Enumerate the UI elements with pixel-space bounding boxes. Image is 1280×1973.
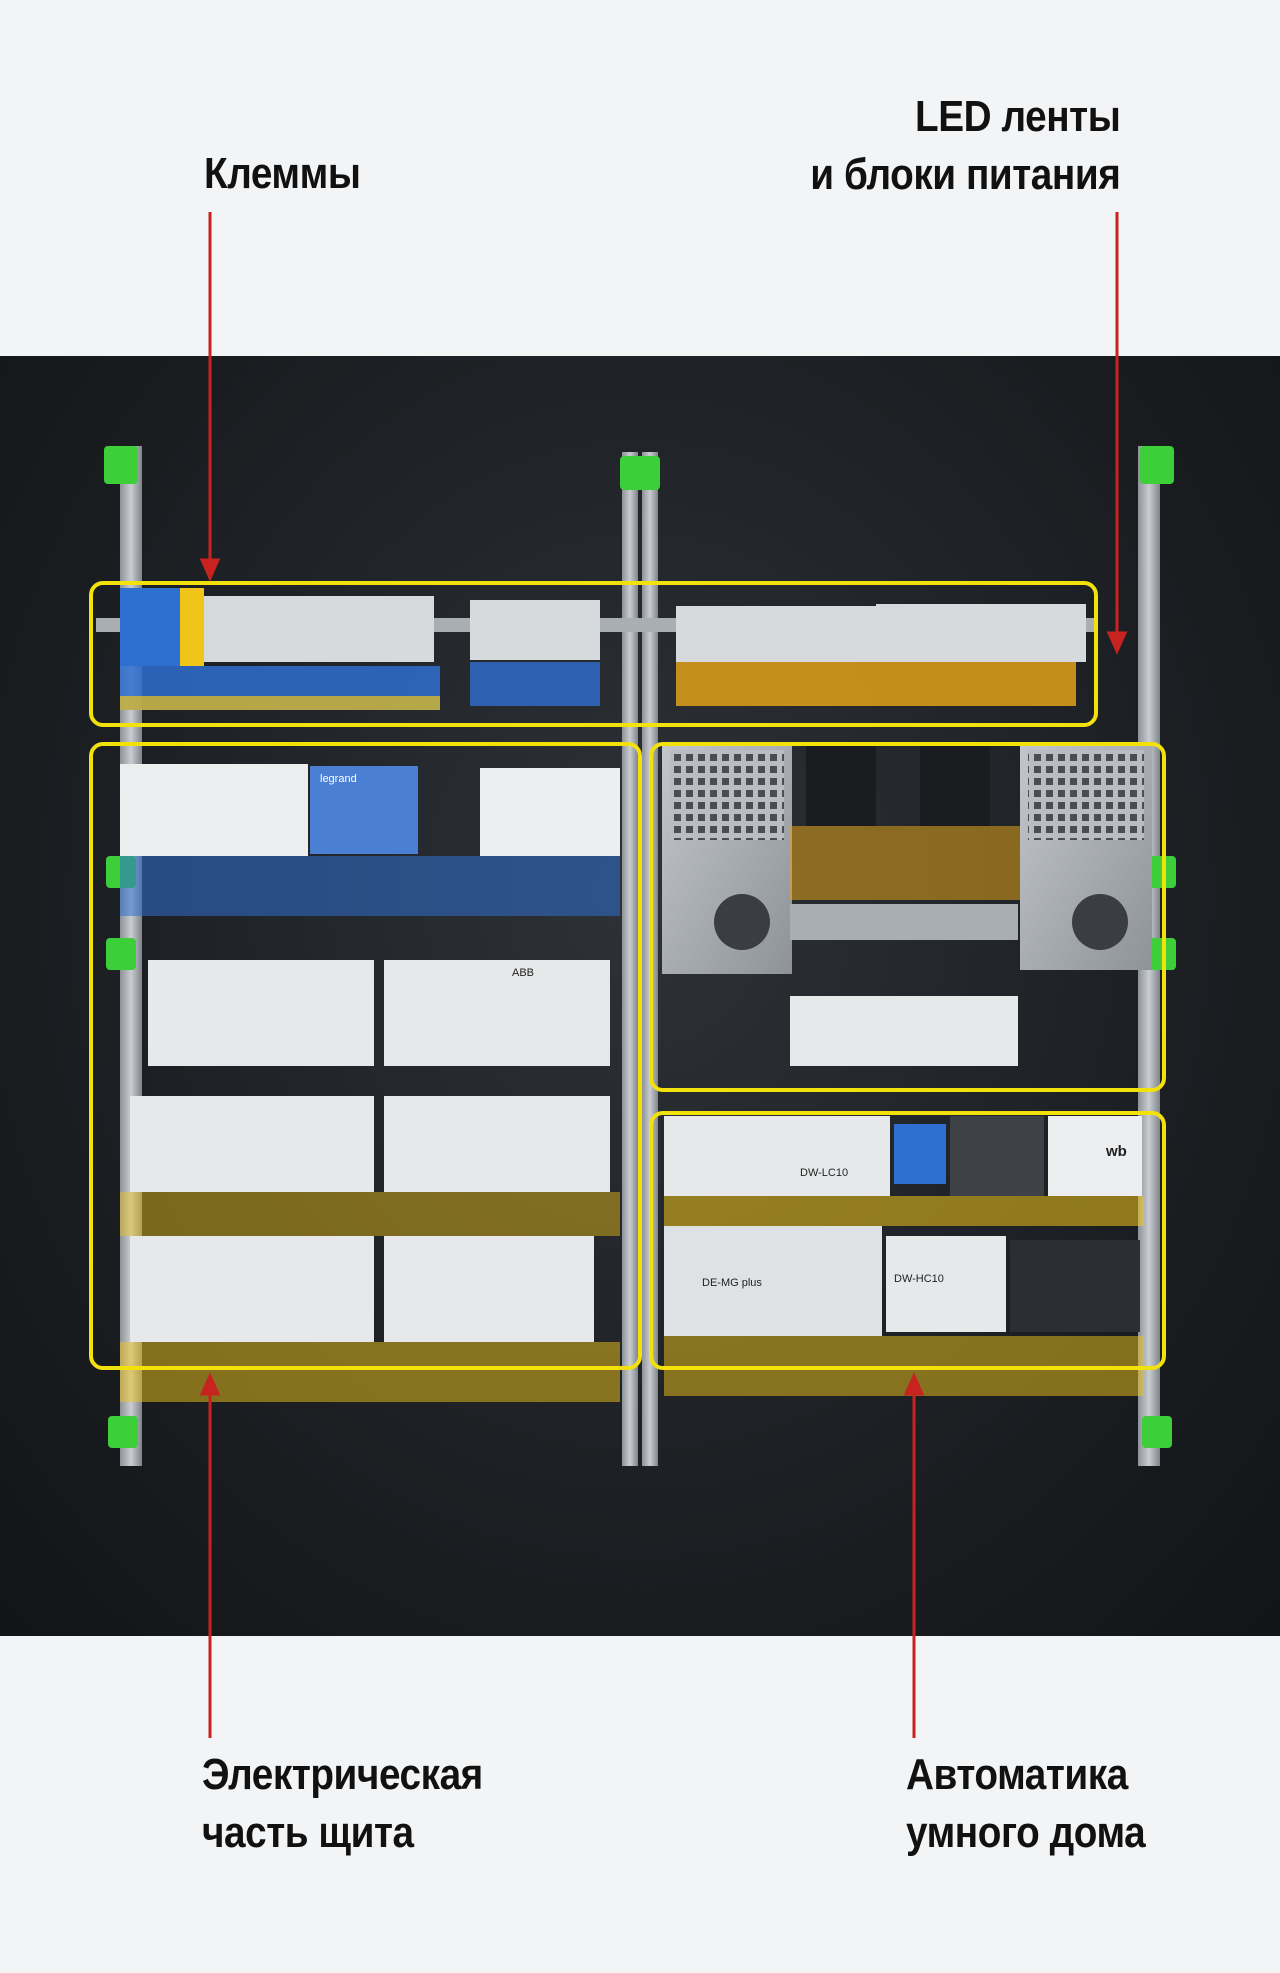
frame-electrical-part [89, 742, 642, 1370]
highlight-frames [89, 581, 1166, 1370]
dw-lc10-mark: DW-LC10 [800, 1167, 848, 1179]
abb-mark: ABB [512, 967, 534, 979]
label-terminals: Клеммы [204, 145, 361, 203]
terminal-blocks [96, 588, 1096, 710]
frame-automation [649, 1111, 1166, 1370]
frame-led-power [649, 742, 1166, 1092]
label-line: умного дома [906, 1808, 1146, 1857]
legrand-mark: legrand [320, 773, 357, 785]
label-line: и блоки питания [809, 150, 1121, 199]
label-line: LED ленты [914, 92, 1121, 141]
label-led-strips-power: LED ленты и блоки питания [809, 88, 1121, 204]
frame-terminals [89, 581, 1098, 727]
label-electrical-part: Электрическая часть щита [202, 1746, 483, 1862]
label-line: Автоматика [906, 1750, 1128, 1799]
circuit-breakers: legrand ABB [120, 764, 620, 1402]
wb-mark: wb [1105, 1143, 1127, 1160]
arrow-led-head [1106, 631, 1128, 655]
label-smart-home-automation: Автоматика умного дома [906, 1746, 1146, 1862]
de-mg-plus-mark: DE-MG plus [702, 1277, 762, 1289]
pointer-arrows [199, 212, 1128, 1738]
label-line: Клеммы [204, 149, 361, 198]
arrow-terminals-head [199, 558, 221, 582]
label-line: часть щита [202, 1808, 414, 1857]
led-power-supplies [662, 742, 1152, 1066]
dw-hc10-mark: DW-HC10 [894, 1273, 944, 1285]
arrow-automation-head [903, 1372, 925, 1396]
arrow-electric-head [199, 1372, 221, 1396]
label-line: Электрическая [202, 1750, 483, 1799]
